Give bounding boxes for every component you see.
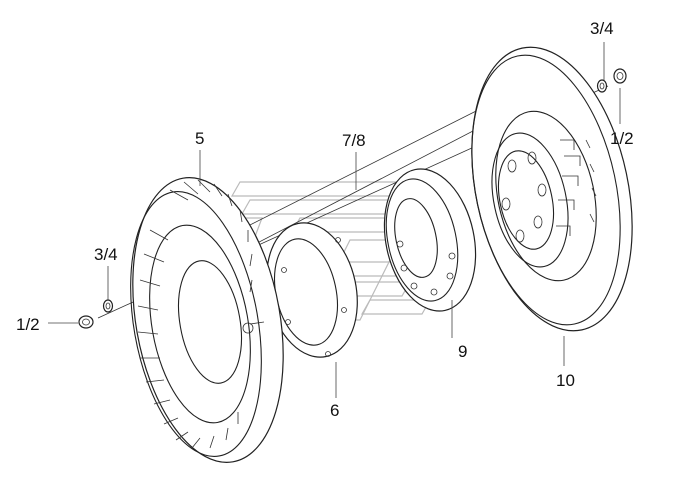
leader-lines: [48, 42, 621, 398]
part-10-brake-disc: [471, 46, 633, 332]
label-3-4-top: 3/4: [590, 19, 614, 38]
label-6: 6: [330, 401, 339, 420]
label-1-2-right: 1/2: [610, 129, 634, 148]
label-7-8: 7/8: [342, 131, 366, 150]
label-10: 10: [556, 371, 575, 390]
label-5: 5: [195, 129, 204, 148]
part-9-hub-flange: [383, 168, 477, 312]
fastener-nut-right: [613, 68, 627, 84]
part-5-ventilated-disc: [130, 177, 284, 463]
fastener-washer-right: [596, 79, 608, 93]
label-1-2-left: 1/2: [16, 315, 40, 334]
axis-guide-upper: [239, 99, 499, 231]
label-3-4-left: 3/4: [94, 245, 118, 264]
fastener-nut-left: [78, 315, 94, 329]
axis-guide-lower: [239, 117, 499, 253]
label-9: 9: [458, 342, 467, 361]
fastener-washer-left: [102, 299, 114, 313]
